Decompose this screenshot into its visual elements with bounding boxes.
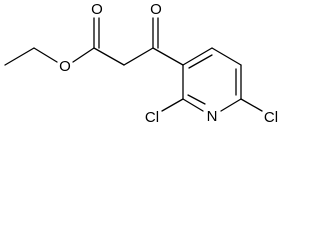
atom-chlorine-c2: Cl <box>145 109 159 126</box>
pyridine-ring <box>182 47 242 112</box>
ring-bond-c3-c4 <box>182 47 213 66</box>
ring-bond-n-c2 <box>182 98 204 112</box>
bond-c2-cl <box>161 98 184 112</box>
ring-bond-c6-n <box>220 98 242 112</box>
atom-ring-nitrogen: N <box>207 108 218 125</box>
ring-bond-c3-c4-inner <box>188 54 213 69</box>
bond-o-c-ester <box>72 47 95 63</box>
atom-ketone-oxygen: O <box>150 1 162 18</box>
chlorine-substituents <box>161 98 263 112</box>
bond-c6-cl <box>240 98 263 112</box>
bond-c-ch2 <box>93 47 125 66</box>
bond-ch2-c-ketone <box>123 47 154 66</box>
chemical-structure: O O O N Cl Cl <box>4 1 278 126</box>
ring-bond-c4-c5 <box>211 47 242 66</box>
bond-ketone-ring <box>152 47 184 66</box>
bond-ch3-ch2 <box>4 47 35 66</box>
ketone-group <box>123 17 184 66</box>
bond-ch2-o <box>33 47 58 63</box>
atom-chlorine-c6: Cl <box>264 109 278 126</box>
ring-bond-n-c2-inner <box>187 94 206 105</box>
atom-ester-oxygen-carbonyl: O <box>91 1 103 18</box>
atom-ester-oxygen-ether: O <box>59 58 71 75</box>
ester-group <box>72 17 125 66</box>
ethyl-group <box>4 47 58 66</box>
